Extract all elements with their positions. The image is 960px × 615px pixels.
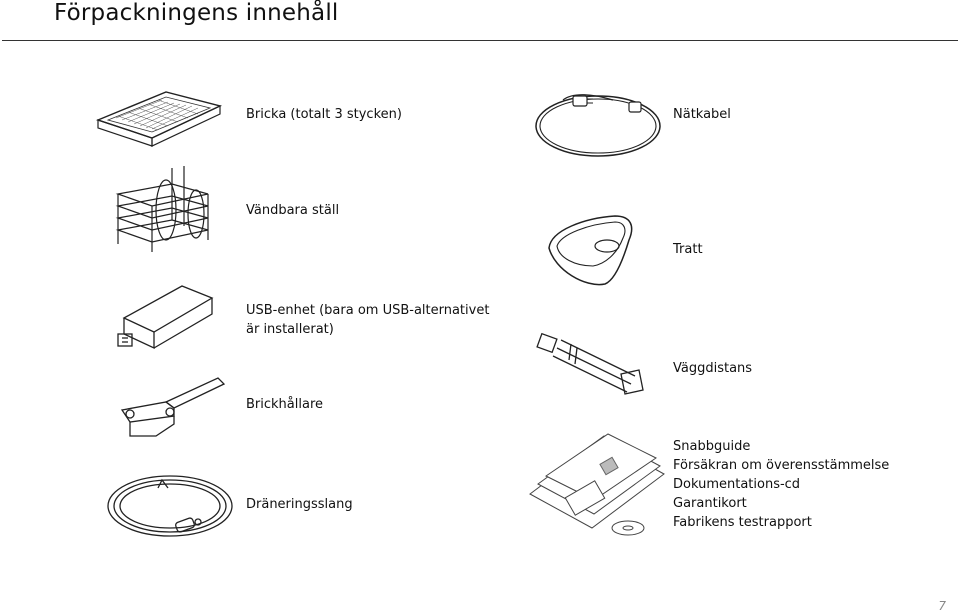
drain-hose-illustration xyxy=(104,466,236,550)
page-number: 7 xyxy=(938,599,946,613)
wall-spacer-illustration xyxy=(535,330,645,400)
rack-label: Vändbara ställ xyxy=(246,203,340,218)
rack-illustration xyxy=(112,164,212,254)
documents-list: Snabbguide Försäkran om överensstämmelse… xyxy=(673,437,889,532)
documents-illustration xyxy=(528,433,668,544)
tray-holder-illustration xyxy=(116,374,226,444)
list-item: Fabrikens testrapport xyxy=(673,515,812,530)
page-title: Förpackningens innehåll xyxy=(54,0,339,26)
wall-spacer-label: Väggdistans xyxy=(673,361,753,376)
list-item: Dokumentations-cd xyxy=(673,477,801,492)
tray-label: Bricka (totalt 3 stycken) xyxy=(246,107,402,122)
list-item: Garantikort xyxy=(673,496,747,511)
usb-unit-illustration xyxy=(116,284,216,354)
funnel-label: Tratt xyxy=(673,242,703,257)
usb-unit-label-line1: USB-enhet (bara om USB-alternativet xyxy=(246,303,490,318)
power-cable-illustration xyxy=(533,82,663,160)
power-cable-label: Nätkabel xyxy=(673,107,731,122)
title-divider xyxy=(2,40,958,41)
tray-holder-label: Brickhållare xyxy=(246,397,324,412)
list-item: Försäkran om överensstämmelse xyxy=(673,458,890,473)
tray-illustration xyxy=(95,88,223,150)
usb-unit-label-line2: är installerat) xyxy=(246,322,334,337)
drain-hose-label: Dräneringsslang xyxy=(246,497,353,512)
funnel-illustration xyxy=(545,210,635,290)
list-item: Snabbguide xyxy=(673,439,751,454)
